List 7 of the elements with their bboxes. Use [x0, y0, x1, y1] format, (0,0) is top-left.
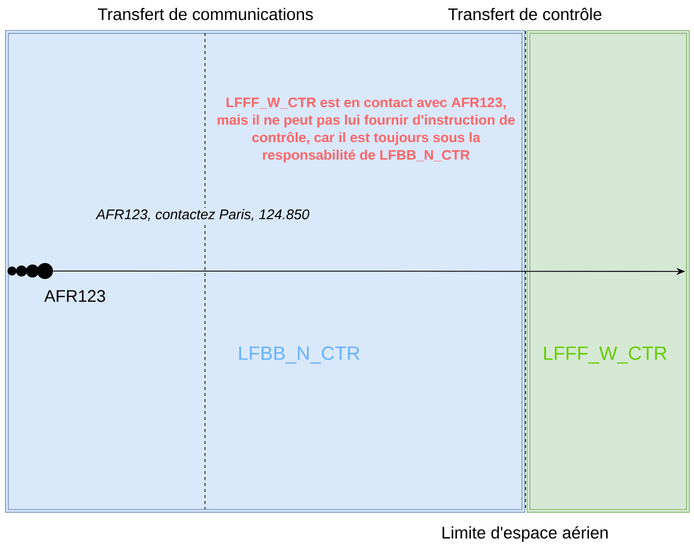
- boundary-label: Limite d'espace aérien: [442, 526, 608, 542]
- radio-message: AFR123, contactez Paris, 124.850: [95, 208, 310, 222]
- boundary-label: Transfert de contrôle: [448, 8, 602, 20]
- annotation-text: LFFF_W_CTR est en contact avec AFR123, mais il ne peut pas lui fournir d'instruction de contrôle, car il est toujours sous la responsabilité de LFBB_N_CTR: [218, 98, 515, 162]
- callsign-label: AFR123: [44, 290, 106, 302]
- divider-label: Transfert de communications: [98, 8, 313, 20]
- sector-box: LFFF_W_CTR: [526, 30, 690, 513]
